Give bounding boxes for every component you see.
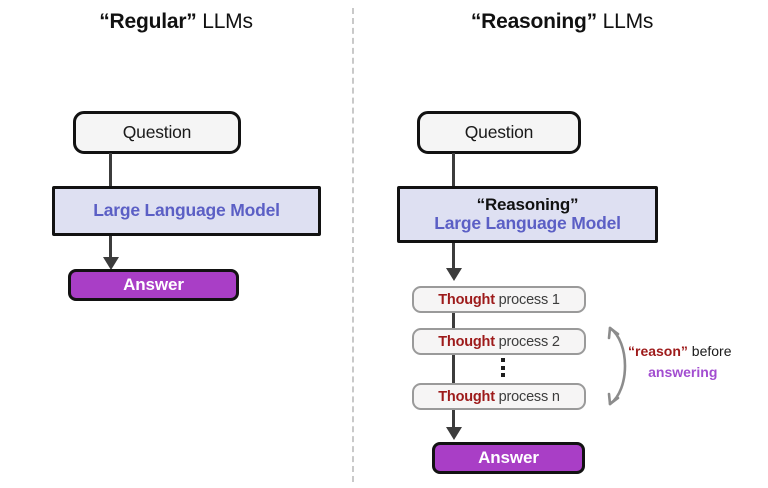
- right-panel-title-quoted: “Reasoning”: [470, 10, 597, 33]
- right-connector-thoughtn-to-answer: [452, 410, 455, 431]
- thought-n-strong: Thought: [438, 388, 495, 405]
- right-llm-box[interactable]: “Reasoning” Large Language Model: [397, 186, 658, 243]
- connector-thought1-to-thought2: [452, 313, 455, 328]
- thought-1-strong: Thought: [438, 291, 495, 308]
- annotation-reason-quoted: “reason”: [628, 343, 688, 359]
- left-connector-question-to-llm: [109, 153, 112, 186]
- right-answer-label: Answer: [478, 448, 539, 467]
- right-answer-box[interactable]: Answer: [432, 442, 585, 474]
- reasoning-loop-brace-icon: [607, 326, 627, 406]
- right-question-label: Question: [464, 122, 534, 142]
- left-arrowhead-to-answer: [102, 257, 119, 270]
- right-question-box[interactable]: Question: [417, 111, 581, 154]
- right-llm-main-label: Large Language Model: [434, 213, 621, 234]
- left-connector-llm-to-answer: [109, 236, 112, 263]
- right-arrowhead-to-answer: [445, 427, 462, 440]
- left-panel-title-rest: LLMs: [196, 10, 253, 33]
- connector-thought2-to-thoughtn: [452, 355, 455, 383]
- thought-ellipsis: [501, 358, 505, 377]
- left-llm-box[interactable]: Large Language Model: [52, 186, 321, 236]
- annotation-answering-text: answering: [648, 363, 718, 380]
- thought-box-1[interactable]: Thought process 1: [412, 286, 586, 313]
- left-llm-main-label: Large Language Model: [93, 200, 280, 221]
- right-panel-title-rest: LLMs: [596, 10, 654, 33]
- right-arrowhead-to-thought1: [445, 268, 462, 281]
- left-answer-label: Answer: [123, 275, 184, 294]
- right-connector-llm-to-thought1: [452, 243, 455, 273]
- right-connector-question-to-llm: [452, 153, 455, 186]
- panel-divider: [352, 8, 354, 482]
- thought-n-rest: process n: [494, 388, 560, 405]
- left-question-label: Question: [122, 122, 192, 142]
- thought-1-rest: process 1: [494, 291, 560, 308]
- left-question-box[interactable]: Question: [73, 111, 241, 154]
- right-panel-title: “Reasoning” LLMs: [356, 10, 768, 34]
- thought-box-n[interactable]: Thought process n: [412, 383, 586, 410]
- thought-2-strong: Thought: [438, 333, 495, 350]
- left-panel-title-quoted: “Regular”: [99, 10, 197, 33]
- left-panel-title: “Regular” LLMs: [0, 10, 352, 34]
- thought-box-2[interactable]: Thought process 2: [412, 328, 586, 355]
- left-answer-box[interactable]: Answer: [68, 269, 239, 301]
- thought-2-rest: process 2: [494, 333, 560, 350]
- annotation-before-text: before: [687, 343, 732, 359]
- reasoning-annotation: “reason” before answering: [628, 341, 732, 381]
- right-llm-tag-label: “Reasoning”: [476, 194, 579, 214]
